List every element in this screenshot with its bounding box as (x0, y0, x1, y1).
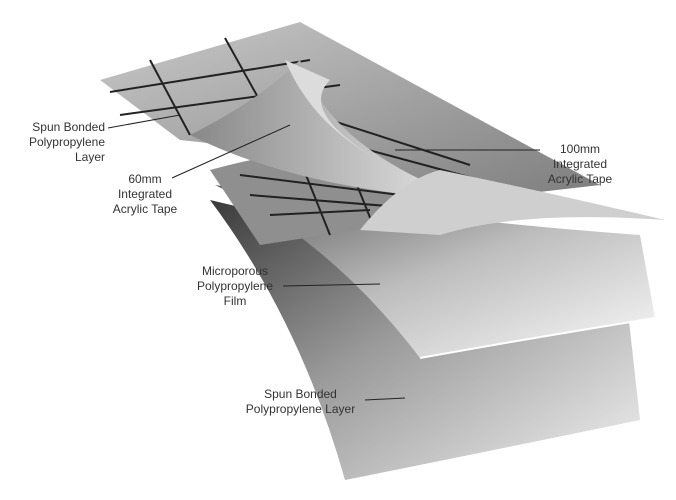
label-100mm-tape: 100mm Integrated Acrylic Tape (535, 142, 625, 187)
label-line: Polypropylene Layer (28, 135, 105, 164)
label-line: Integrated (117, 187, 173, 201)
label-line: Microporous (201, 264, 269, 278)
tape-60-curl (190, 60, 470, 200)
label-line: Spun Bonded (264, 387, 337, 401)
tape-100-curl (285, 60, 370, 155)
label-line: Film (223, 294, 247, 308)
film-curl (360, 170, 665, 235)
label-line: Acrylic Tape (112, 202, 178, 216)
label-line: Polypropylene (196, 279, 274, 293)
top-spun-layer (100, 22, 600, 200)
label-60mm-tape: 60mm Integrated Acrylic Tape (100, 172, 190, 217)
label-film: Microporous Polypropylene Film (185, 264, 285, 309)
label-line: Integrated (552, 157, 608, 171)
label-line: Spun Bonded (32, 120, 105, 134)
label-line: Polypropylene Layer (245, 402, 356, 416)
label-bottom-spun-layer: Spun Bonded Polypropylene Layer (238, 387, 363, 417)
label-line: 100mm (559, 142, 600, 156)
label-line: 60mm (128, 172, 162, 186)
label-line: Acrylic Tape (547, 172, 613, 186)
label-top-spun-layer: Spun Bonded Polypropylene Layer (0, 120, 105, 165)
